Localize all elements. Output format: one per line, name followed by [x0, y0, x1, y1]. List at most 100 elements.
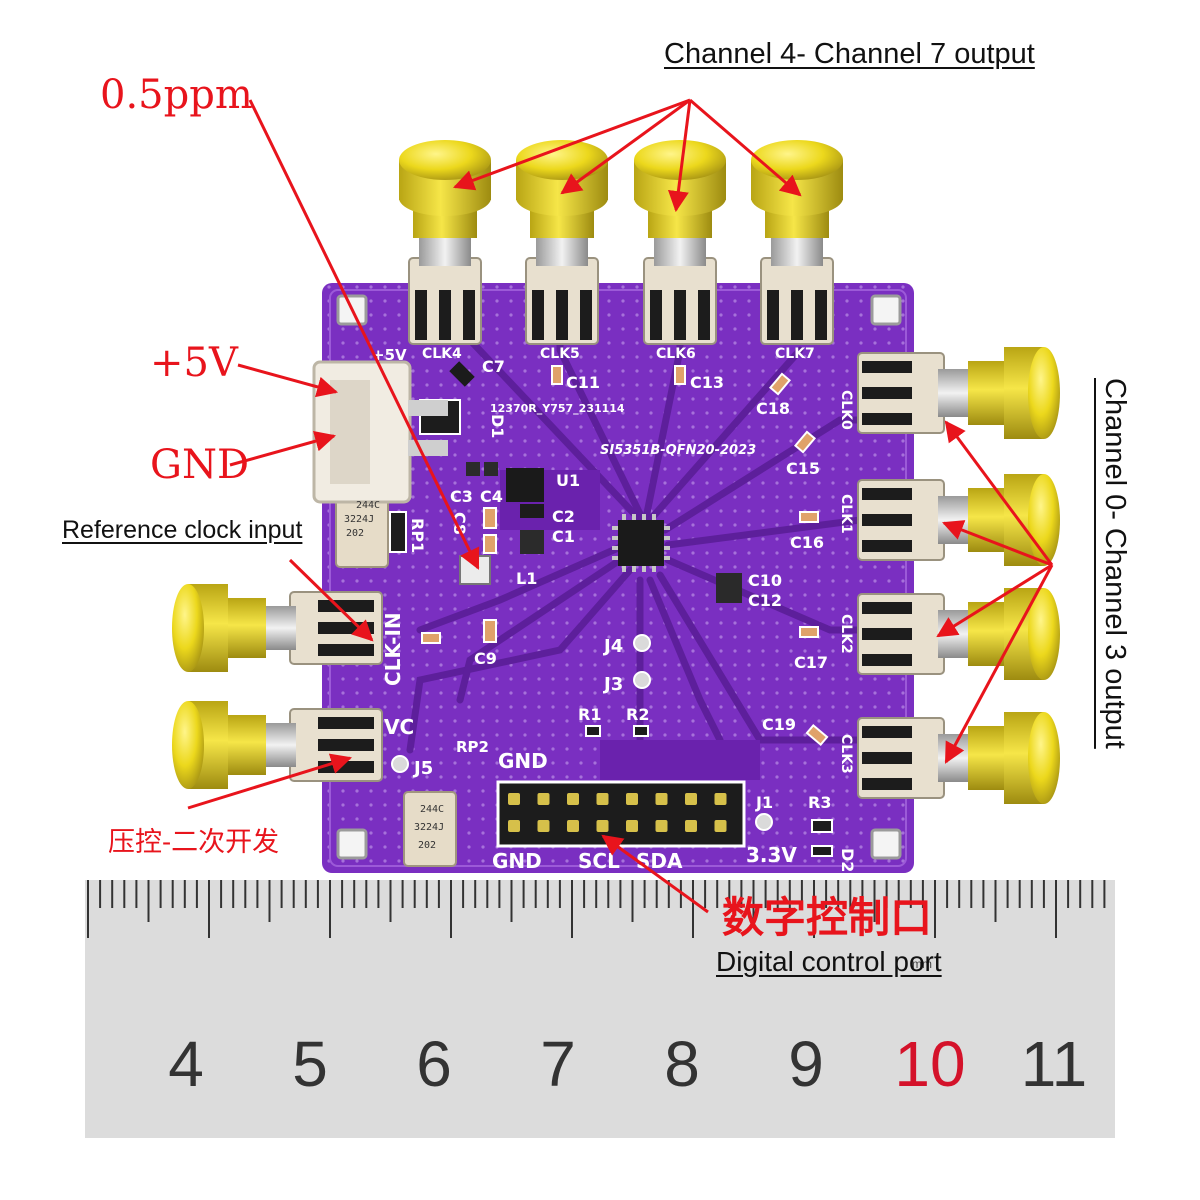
- sma-clk4: [399, 140, 491, 345]
- label-j4: J4: [602, 636, 623, 657]
- u1-regulator: [506, 468, 544, 502]
- header-pin: [714, 820, 727, 832]
- header-pin: [714, 793, 727, 805]
- label-j1: J1: [755, 793, 773, 812]
- label-c2: C2: [552, 507, 575, 526]
- ruler-number-11: 11: [1021, 1028, 1087, 1100]
- ruler-unit: mm: [912, 957, 932, 971]
- label-osc2-top: 244C: [420, 804, 444, 815]
- header-pin: [655, 820, 668, 832]
- label-c4: C4: [480, 487, 503, 506]
- smd-components: [389, 361, 833, 857]
- label-d2: D2: [838, 848, 857, 872]
- sma-vc: [172, 701, 383, 789]
- annotation-gnd: GND: [150, 442, 250, 488]
- annotation-digital-en: Digital control port: [716, 946, 942, 977]
- silkscreen: CLK4 CLK5 CLK6 CLK7 +5V CLK0 CLK1 CLK2 C…: [344, 346, 857, 873]
- sma-clk-in: [172, 584, 383, 672]
- label-clk1: CLK1: [838, 494, 854, 534]
- tcxo-reference: [335, 492, 457, 867]
- label-rp2: RP2: [456, 738, 489, 756]
- header-pin: [508, 820, 520, 832]
- ruler-number-9: 9: [788, 1028, 824, 1100]
- header-pin: [626, 820, 638, 832]
- sma-clk7: [751, 140, 843, 345]
- header-pin: [567, 820, 579, 832]
- label-r1: R1: [578, 705, 601, 724]
- label-osc2-code: 3224J: [414, 822, 444, 833]
- pin-header-j1: [496, 780, 746, 848]
- label-c7: C7: [482, 357, 505, 376]
- annotation-arrows: [187, 98, 1054, 914]
- si5351-chip: [612, 514, 670, 572]
- sma-clk3: [857, 712, 1060, 804]
- label-rp1: RP1: [408, 518, 427, 553]
- label-c17: C17: [794, 653, 828, 672]
- header-pin: [655, 793, 668, 805]
- annotation-digital-cn: 数字控制口: [722, 893, 933, 942]
- label-c12: C12: [748, 591, 782, 610]
- ruler-number-7: 7: [540, 1028, 576, 1100]
- header-pin: [596, 793, 609, 805]
- ruler: [85, 880, 1115, 1138]
- mounting-holes: [336, 294, 902, 860]
- label-c15: C15: [786, 459, 820, 478]
- label-u1: U1: [556, 471, 580, 490]
- annotation-channels-4-7: Channel 4- Channel 7 output: [664, 38, 1035, 70]
- header-pin: [626, 793, 638, 805]
- label-osc1-code: 3224J: [344, 514, 374, 525]
- annotation-reference-clock: Reference clock input: [62, 516, 303, 544]
- sma-clk6: [634, 140, 726, 345]
- label-clk4: CLK4: [422, 346, 462, 362]
- sma-clk0: [857, 347, 1060, 439]
- label-c13: C13: [690, 373, 724, 392]
- label-osc1-top: 244C: [356, 500, 380, 511]
- label-c9: C9: [474, 649, 497, 668]
- label-osc1-bottom: 202: [346, 528, 364, 539]
- header-pin: [537, 820, 550, 832]
- annotation-channels-0-3: Channel 0- Channel 3 output: [1099, 378, 1131, 749]
- header-pin: [537, 793, 550, 805]
- header-pin: [685, 793, 697, 805]
- label-clk7: CLK7: [775, 346, 815, 362]
- sma-clk2: [857, 588, 1060, 680]
- sma-clk5: [516, 140, 608, 345]
- label-clk3: CLK3: [838, 734, 854, 774]
- ruler-number-5: 5: [292, 1028, 328, 1100]
- label-plus5v-silk: +5V: [372, 346, 407, 364]
- label-clk2: CLK2: [838, 614, 854, 654]
- ruler-ticks: [87, 880, 1106, 938]
- label-clk5: CLK5: [540, 346, 580, 362]
- label-clk6: CLK6: [656, 346, 696, 362]
- header-pin: [596, 820, 609, 832]
- label-chip: SI5351B-QFN20-2023: [600, 443, 756, 458]
- annotation-vc-dev: 压控-二次开发: [108, 827, 280, 858]
- label-header-gnd: GND: [498, 749, 548, 773]
- sma-clk1: [857, 474, 1060, 566]
- ruler-number-8: 8: [664, 1028, 700, 1100]
- annotation-plus5v: +5V: [150, 340, 238, 386]
- label-c16: C16: [790, 533, 824, 552]
- label-d1: D1: [488, 414, 507, 438]
- label-osc2-bottom: 202: [418, 840, 436, 851]
- label-r2: R2: [626, 705, 649, 724]
- label-c19: C19: [762, 715, 796, 734]
- header-pin: [685, 820, 697, 832]
- label-clk-in: CLK-IN: [381, 612, 405, 686]
- label-j3: J3: [602, 674, 623, 695]
- label-vc: VC: [384, 715, 414, 739]
- label-r3: R3: [808, 793, 831, 812]
- label-pcb-code: 12370R_Y757_231114: [490, 402, 625, 415]
- label-c1: C1: [552, 527, 575, 546]
- label-j5: J5: [412, 758, 433, 779]
- label-pin-sda: SDA: [636, 849, 683, 873]
- label-clk0: CLK0: [838, 390, 854, 430]
- label-3v3: 3.3V: [746, 843, 797, 867]
- label-c3: C3: [450, 487, 473, 506]
- ruler-number-10: 10: [894, 1028, 965, 1100]
- label-c10: C10: [748, 571, 782, 590]
- header-pin: [508, 793, 520, 805]
- annotation-0-5ppm: 0.5ppm: [100, 72, 253, 118]
